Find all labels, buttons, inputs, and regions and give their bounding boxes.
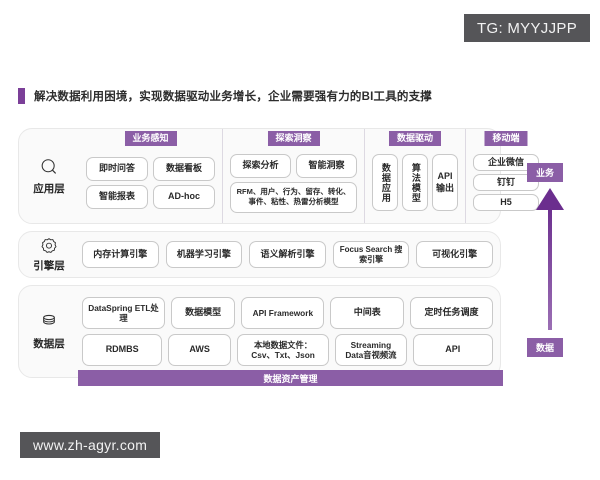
chip-data-application[interactable]: 数据应用 [372, 154, 398, 211]
rail-badge-data: 数据 [527, 338, 564, 357]
layer-label-application: 应用层 [19, 157, 79, 196]
chip-dashboard[interactable]: 数据看板 [153, 157, 215, 181]
gear-icon [41, 238, 57, 253]
chip-local-data-files[interactable]: 本地数据文件：Csv、Txt、Json [236, 334, 330, 366]
chip-api-output[interactable]: API输出 [432, 154, 458, 211]
layer-name-application: 应用层 [33, 182, 65, 195]
group-business-sense: 业务感知 即时问答 数据看板 智能报表 AD-hoc [79, 129, 222, 223]
chip-machine-learning-engine[interactable]: 机器学习引擎 [165, 241, 243, 268]
chip-explore-analysis[interactable]: 探索分析 [230, 153, 291, 178]
group-explore-insight: 探索洞察 探索分析 智能洞察 RFM、用户、行为、留存、转化、事件、粘性、热雷分… [222, 129, 364, 223]
chip-adhoc[interactable]: AD-hoc [153, 185, 215, 209]
application-groups: 业务感知 即时问答 数据看板 智能报表 AD-hoc 探索洞察 [79, 129, 553, 223]
chip-smart-report[interactable]: 智能报表 [86, 185, 148, 209]
layer-name-engine: 引擎层 [33, 260, 65, 272]
chip-dataspring-etl[interactable]: DataSpring ETL处理 [82, 297, 165, 329]
group-mobile: 移动端 企业微信 钉钉 H5 [465, 129, 546, 223]
group-data-driven: 数据驱动 数据应用 算法模型 API输出 [364, 129, 465, 223]
chip-rdmbs[interactable]: RDMBS [82, 334, 163, 366]
layer-card-application: 应用层 业务感知 即时问答 数据看板 智能报表 AD-hoc [18, 128, 539, 224]
layer-name-data: 数据层 [33, 338, 65, 350]
group-badge-business-sense: 业务感知 [124, 131, 177, 147]
group-badge-data-driven: 数据驱动 [388, 131, 442, 147]
engine-chips: 内存计算引擎 机器学习引擎 语义解析引擎 Focus Search 搜索引擎 可… [79, 232, 500, 277]
chip-smart-insight[interactable]: 智能洞察 [296, 153, 357, 178]
chip-api[interactable]: API [412, 334, 493, 366]
headline-text: 解决数据利用困境，实现数据驱动业务增长，企业需要强有力的BI工具的支撑 [34, 91, 432, 103]
layer-label-engine: 引擎层 [19, 236, 79, 273]
site-watermark: www.zh-agyr.com [20, 432, 161, 458]
chip-focus-search-engine[interactable]: Focus Search 搜索引擎 [332, 241, 410, 268]
magnifier-icon [41, 158, 56, 174]
chip-api-framework[interactable]: API Framework [241, 297, 325, 329]
chip-dingtalk[interactable]: 钉钉 [473, 174, 539, 191]
layer-card-data: 数据层 DataSpring ETL处理 数据模型 API Framework … [18, 285, 501, 378]
telegram-watermark: TG: MYYJJPP [464, 14, 590, 42]
data-asset-management-band: 数据资产管理 [78, 370, 503, 386]
chip-analysis-models[interactable]: RFM、用户、行为、留存、转化、事件、粘性、热雷分析模型 [230, 181, 357, 213]
chip-instant-qa[interactable]: 即时问答 [86, 157, 148, 181]
chip-data-model[interactable]: 数据模型 [170, 297, 236, 329]
group-badge-mobile: 移动端 [484, 131, 528, 147]
chip-semantic-parsing-engine[interactable]: 语义解析引擎 [249, 241, 326, 268]
chip-streaming-data[interactable]: Streaming Data音视频流 [335, 334, 407, 366]
group-badge-explore-insight: 探索洞察 [267, 131, 320, 147]
data-row-bottom: RDMBS AWS 本地数据文件：Csv、Txt、Json Streaming … [82, 334, 493, 366]
up-arrow-icon [536, 188, 564, 330]
chip-algorithm-model[interactable]: 算法模型 [402, 154, 428, 211]
chip-scheduled-task[interactable]: 定时任务调度 [410, 297, 493, 329]
layer-label-data: 数据层 [19, 312, 79, 351]
data-chip-rows: DataSpring ETL处理 数据模型 API Framework 中间表 … [79, 286, 500, 377]
headline-accent-bar [18, 88, 25, 104]
database-icon [43, 314, 55, 325]
rail-badge-business: 业务 [527, 163, 564, 182]
headline: 解决数据利用困境，实现数据驱动业务增长，企业需要强有力的BI工具的支撑 [18, 88, 432, 104]
layer-card-engine: 引擎层 内存计算引擎 机器学习引擎 语义解析引擎 Focus Search 搜索… [18, 231, 501, 278]
chip-intermediate-table[interactable]: 中间表 [330, 297, 405, 329]
chip-visualization-engine[interactable]: 可视化引擎 [416, 241, 493, 268]
chip-aws[interactable]: AWS [168, 334, 231, 366]
chip-wecom[interactable]: 企业微信 [473, 154, 539, 171]
data-row-top: DataSpring ETL处理 数据模型 API Framework 中间表 … [82, 297, 493, 329]
chip-memory-compute-engine[interactable]: 内存计算引擎 [82, 241, 159, 268]
chip-h5[interactable]: H5 [473, 194, 539, 211]
